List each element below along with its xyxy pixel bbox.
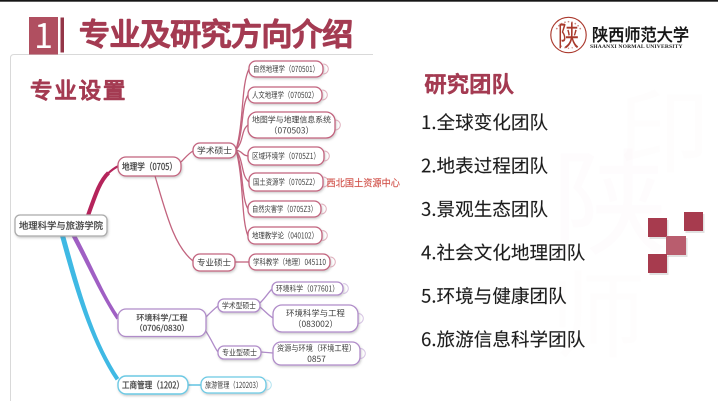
svg-text:SHAANXI NORMAL UNIVERSITY: SHAANXI NORMAL UNIVERSITY <box>590 44 683 50</box>
